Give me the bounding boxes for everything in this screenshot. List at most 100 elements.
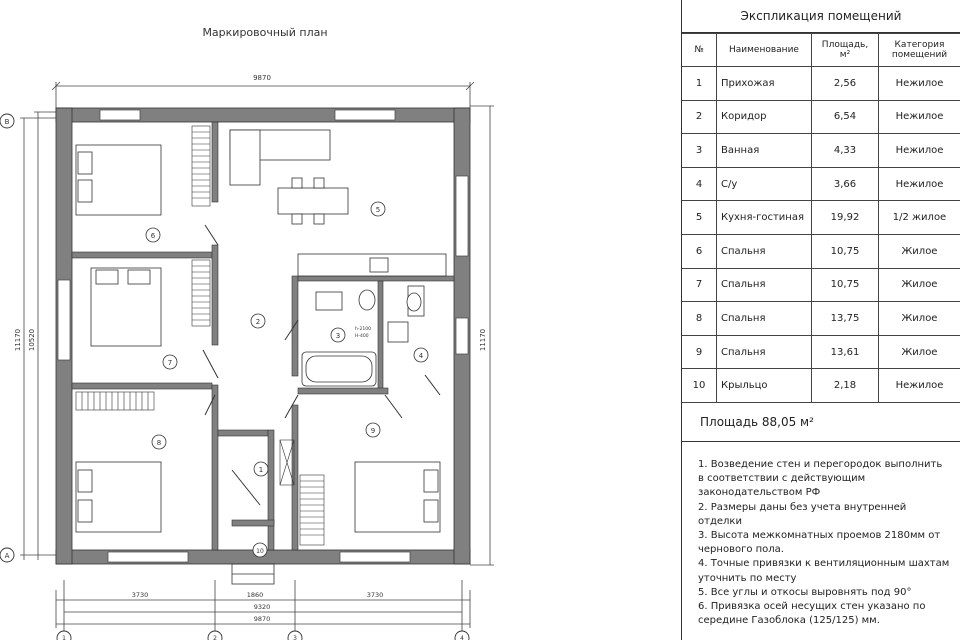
explication-table: № Наименование Площадь, м² Категория пом… <box>682 33 960 403</box>
axis-label-4: 4 <box>460 635 464 640</box>
row-name: Прихожая <box>716 66 812 101</box>
floor-plan: Маркировочный план 9870 11170 10520 1117… <box>0 26 494 640</box>
row-category: 1/2 жилое <box>878 200 960 235</box>
axis-label-1: 1 <box>62 635 66 640</box>
room-mark-10: 10 <box>256 548 264 555</box>
row-category: Нежилое <box>878 99 960 135</box>
axis-label-a: А <box>5 552 10 560</box>
row-category: Жилое <box>878 267 960 303</box>
axis-label-v: В <box>5 118 10 126</box>
dimension-left <box>20 111 60 560</box>
row-name: Ванная <box>716 133 812 168</box>
row-name: Кухня-гостиная <box>716 200 812 235</box>
header-name: Наименование <box>716 33 812 67</box>
row-name: Спальня <box>716 334 812 370</box>
note-item: 3. Высота межкомнатных проемов 2180мм от… <box>698 529 941 556</box>
room-mark-4: 4 <box>419 352 424 360</box>
row-area: 10,75 <box>811 267 879 303</box>
axis-label-3: 3 <box>293 635 297 640</box>
furniture-sanitary <box>301 285 425 387</box>
row-area: 3,66 <box>811 166 879 202</box>
room-mark-3: 3 <box>336 332 340 340</box>
row-number: 8 <box>682 301 717 336</box>
notes-block: 1. Возведение стен и перегородок выполни… <box>682 442 960 628</box>
axis-bubbles-bottom <box>56 630 470 640</box>
room-mark-2: 2 <box>256 318 260 326</box>
row-number: 6 <box>682 233 717 269</box>
row-number: 4 <box>682 166 717 202</box>
note-item: 5. Все углы и откосы выровнять под 90° <box>698 586 912 598</box>
row-number: 9 <box>682 334 717 370</box>
windows <box>57 109 469 563</box>
vent-note-size: Н-400 <box>355 333 369 339</box>
row-number: 2 <box>682 99 717 135</box>
interior-walls <box>71 121 455 551</box>
row-number: 10 <box>682 368 717 403</box>
header-area: Площадь, м² <box>811 33 879 67</box>
row-area: 2,56 <box>811 66 879 101</box>
furniture-beds <box>75 144 441 533</box>
row-area: 10,75 <box>811 233 879 269</box>
vent-note-height: h-2100 <box>355 326 371 332</box>
explication-panel: Экспликация помещений № Наименование Пло… <box>681 0 960 640</box>
row-number: 3 <box>682 133 717 168</box>
room-mark-5: 5 <box>376 206 380 214</box>
header-category: Категория помещений <box>878 33 960 67</box>
room-mark-1: 1 <box>259 466 263 474</box>
room-mark-8: 8 <box>157 439 161 447</box>
explication-title: Экспликация помещений <box>682 0 960 33</box>
axis-bubble-v <box>0 113 15 129</box>
row-area: 19,92 <box>811 200 879 235</box>
dim-bottom-2: 1860 <box>247 591 264 599</box>
row-category: Нежилое <box>878 133 960 168</box>
plan-title: Маркировочный план <box>202 26 327 39</box>
dim-bottom-outer-total: 9870 <box>254 615 271 623</box>
dim-bottom-1: 3730 <box>132 591 149 599</box>
dim-left-inner-label: 10520 <box>28 329 36 351</box>
row-area: 13,61 <box>811 334 879 370</box>
dimension-top <box>51 81 475 110</box>
row-category: Жилое <box>878 301 960 336</box>
note-item: 2. Размеры даны без учета внутренней отд… <box>698 501 907 527</box>
row-category: Жилое <box>878 233 960 269</box>
row-number: 7 <box>682 267 717 303</box>
row-category: Жилое <box>878 334 960 370</box>
furniture-wardrobes <box>75 125 325 546</box>
row-category: Нежилое <box>878 66 960 101</box>
dimension-bottom <box>55 580 471 632</box>
axis-label-2: 2 <box>213 635 217 640</box>
row-area: 6,54 <box>811 99 879 135</box>
room-mark-9: 9 <box>371 427 375 435</box>
furniture-kitchen-living <box>229 129 447 277</box>
note-item: 4. Точные привязки к вентиляционным шахт… <box>698 558 950 584</box>
header-number: № <box>682 33 717 67</box>
row-area: 2,18 <box>811 368 879 403</box>
total-area: Площадь 88,05 м² <box>682 403 960 442</box>
room-mark-7: 7 <box>168 359 172 367</box>
dim-right-label: 11170 <box>479 329 487 351</box>
dim-bottom-inner-total: 9320 <box>254 603 271 611</box>
dim-bottom-3: 3730 <box>367 591 384 599</box>
row-category: Нежилое <box>878 368 960 403</box>
row-category: Нежилое <box>878 166 960 202</box>
dim-left-outer-label: 11170 <box>14 329 22 351</box>
row-name: С/у <box>716 166 812 202</box>
row-name: Спальня <box>716 233 812 269</box>
room-mark-6: 6 <box>151 232 156 240</box>
row-name: Спальня <box>716 301 812 336</box>
row-name: Коридор <box>716 99 812 135</box>
row-area: 13,75 <box>811 301 879 336</box>
row-name: Спальня <box>716 267 812 303</box>
dim-top-label: 9870 <box>253 74 271 82</box>
dimension-right <box>470 105 494 566</box>
row-area: 4,33 <box>811 133 879 168</box>
